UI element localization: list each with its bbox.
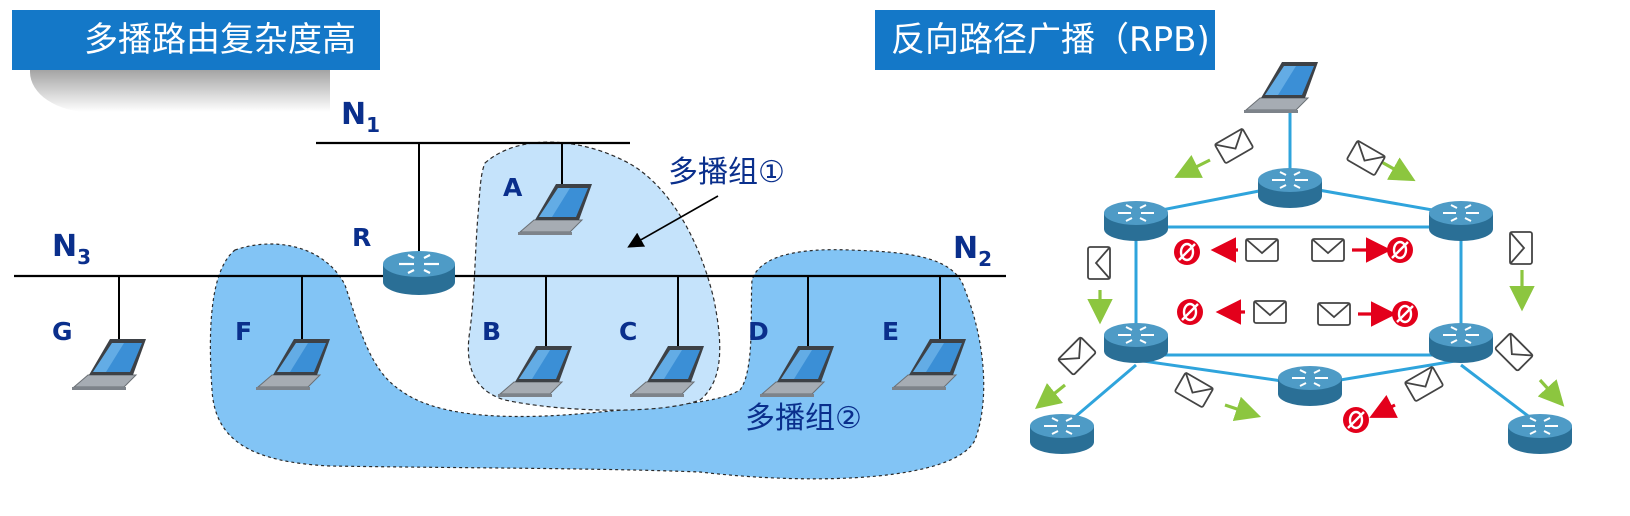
envelope-icon [1509,231,1533,265]
multicast-group-2-region [209,243,985,480]
router-icon-bottom-middle [1277,365,1343,407]
drop-icon [1175,297,1205,327]
envelope-icon [1173,371,1215,409]
label-host-a: A [503,173,523,202]
host-drop-lines [118,143,941,352]
label-host-d: D [748,317,769,346]
envelope-icon [1345,139,1387,177]
label-router-r: R [352,223,371,252]
router-icon [381,249,457,297]
label-host-g: G [52,317,73,346]
label-host-c: C [619,317,637,346]
envelope-icon [1245,238,1279,262]
router-icon-lower-right [1428,322,1494,364]
label-n2: N2 [953,231,992,271]
label-n3: N3 [52,229,91,269]
label-host-f: F [235,317,252,346]
router-icon-bottom-right [1507,413,1573,455]
label-host-e: E [882,317,899,346]
envelope-icon [1253,300,1287,324]
router-icon-lower-left [1103,322,1169,364]
envelope-icon [1317,302,1351,326]
label-n1: N1 [341,97,380,137]
router-icon-bottom-left [1029,413,1095,455]
envelope-icon [1087,246,1111,280]
drop-icon [1341,405,1371,435]
router-icon-upper-right [1428,200,1494,242]
left-title: 多播路由复杂度高 [84,20,356,60]
envelope-icon [1057,336,1097,376]
right-title: 反向路径广播（RPB) [891,20,1210,60]
envelope-icon [1213,127,1255,165]
drop-arrows [1210,237,1398,418]
drop-icon [1390,299,1420,329]
right-title-banner: 反向路径广播（RPB) [875,10,1215,70]
group-1-pointer-arrow [627,195,719,248]
laptop-icon-g [71,338,147,391]
label-multicast-group-2: 多播组② [745,401,862,436]
source-laptop-icon [1243,61,1319,114]
left-title-banner: 多播路由复杂度高 [12,10,380,70]
drop-icon [1172,237,1202,267]
title-banner-shadow [30,66,330,112]
envelope-icon [1403,365,1445,403]
forward-arrows [1035,154,1565,422]
envelope-icon [1311,238,1345,262]
label-host-b: B [482,317,501,346]
router-icon-upper-left [1103,200,1169,242]
label-multicast-group-1: 多播组① [668,155,785,190]
envelope-icon [1494,332,1534,372]
router-icon-top [1257,167,1323,209]
drop-icon [1385,235,1415,265]
